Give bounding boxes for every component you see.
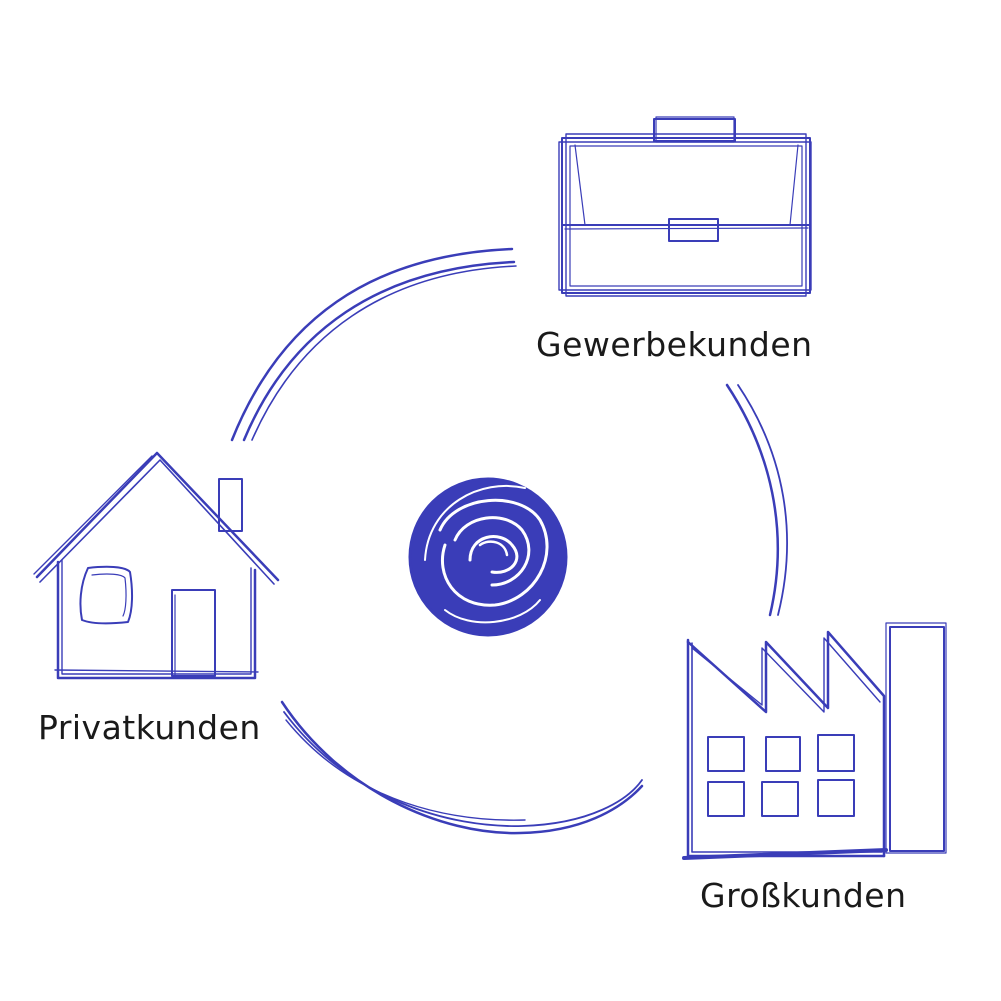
label-business-customers: Gewerbekunden <box>536 325 813 364</box>
label-private-customers: Privatkunden <box>38 708 261 747</box>
arc-private-to-business <box>230 247 517 442</box>
arc-business-to-large <box>725 383 788 617</box>
house-icon <box>33 451 280 680</box>
briefcase-icon <box>558 116 812 297</box>
scribble-ball-icon <box>408 477 568 637</box>
label-large-customers: Großkunden <box>700 876 907 915</box>
factory-icon <box>682 622 947 860</box>
arc-large-to-private <box>280 700 644 835</box>
